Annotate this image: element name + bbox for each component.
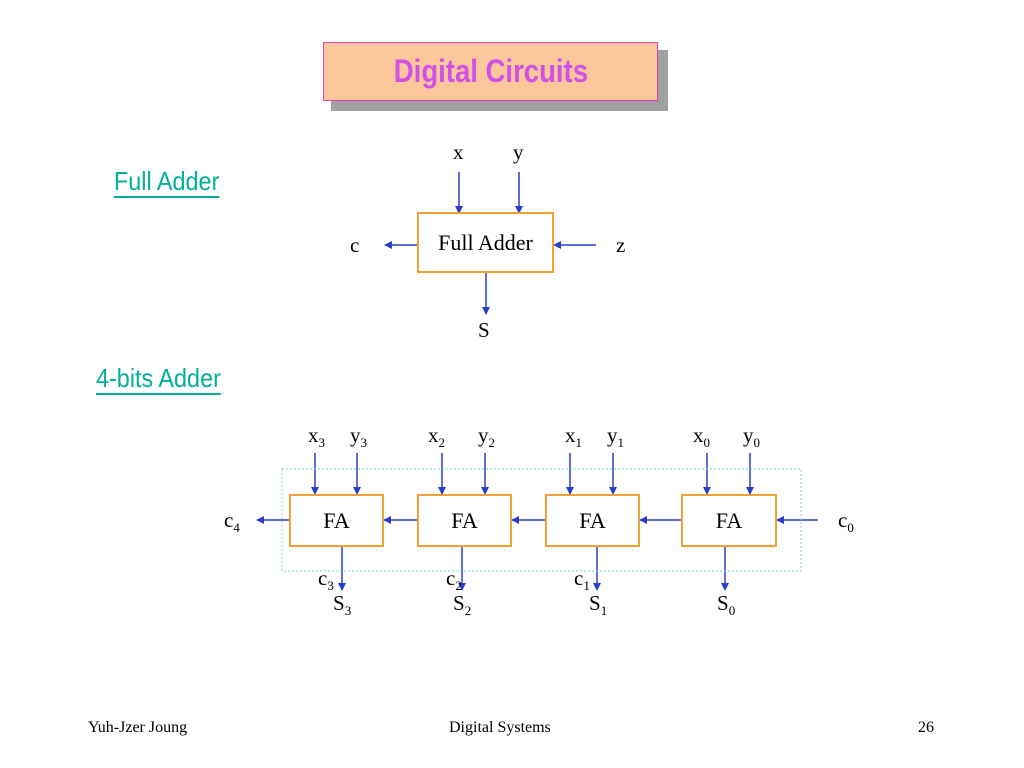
x2-label: x2 [428, 423, 445, 451]
x3-label: x3 [308, 423, 325, 451]
y2-label: y2 [478, 423, 495, 451]
footer-page-number: 26 [918, 719, 934, 736]
adder-group-outline [281, 468, 802, 572]
section-heading-full-adder: Full Adder [114, 166, 220, 196]
fa-block-2: FA [417, 494, 512, 547]
c2-label: c2 [446, 566, 462, 594]
fa-input-y-label: y [513, 140, 524, 164]
fa-block-0: FA [681, 494, 777, 547]
y3-label: y3 [350, 423, 367, 451]
x0-label: x0 [693, 423, 710, 451]
s0-label: S0 [717, 591, 736, 619]
footer-course: Digital Systems [449, 719, 551, 736]
x1-label: x1 [565, 423, 582, 451]
title-box: Digital Circuits [323, 42, 658, 101]
section-heading-4bit-adder: 4-bits Adder [96, 363, 221, 393]
fa-carry-in-label: z [616, 233, 626, 257]
c1-label: c1 [574, 566, 590, 594]
y0-label: y0 [743, 423, 760, 451]
full-adder-box: Full Adder [417, 212, 554, 273]
full-adder-box-label: Full Adder [438, 229, 533, 255]
s2-label: S2 [453, 591, 472, 619]
fa-block-label: FA [579, 507, 606, 533]
y1-label: y1 [607, 423, 624, 451]
footer-author: Yuh-Jzer Joung [88, 719, 188, 736]
fa-input-x-label: x [453, 140, 464, 164]
fa-sum-label: S [478, 318, 490, 342]
fa-block-label: FA [715, 507, 743, 533]
fa-block-label: FA [451, 507, 478, 533]
fa-block-3: FA [289, 494, 384, 547]
fa-block-1: FA [545, 494, 640, 547]
fa-block-label: FA [323, 507, 350, 533]
c0-label: c0 [838, 508, 854, 536]
c4-label: c4 [224, 508, 240, 536]
fa-carry-out-label: c [350, 233, 360, 257]
s1-label: S1 [589, 591, 608, 619]
s3-label: S3 [333, 591, 352, 619]
page-title: Digital Circuits [393, 53, 588, 89]
c3-label: c3 [318, 566, 334, 594]
